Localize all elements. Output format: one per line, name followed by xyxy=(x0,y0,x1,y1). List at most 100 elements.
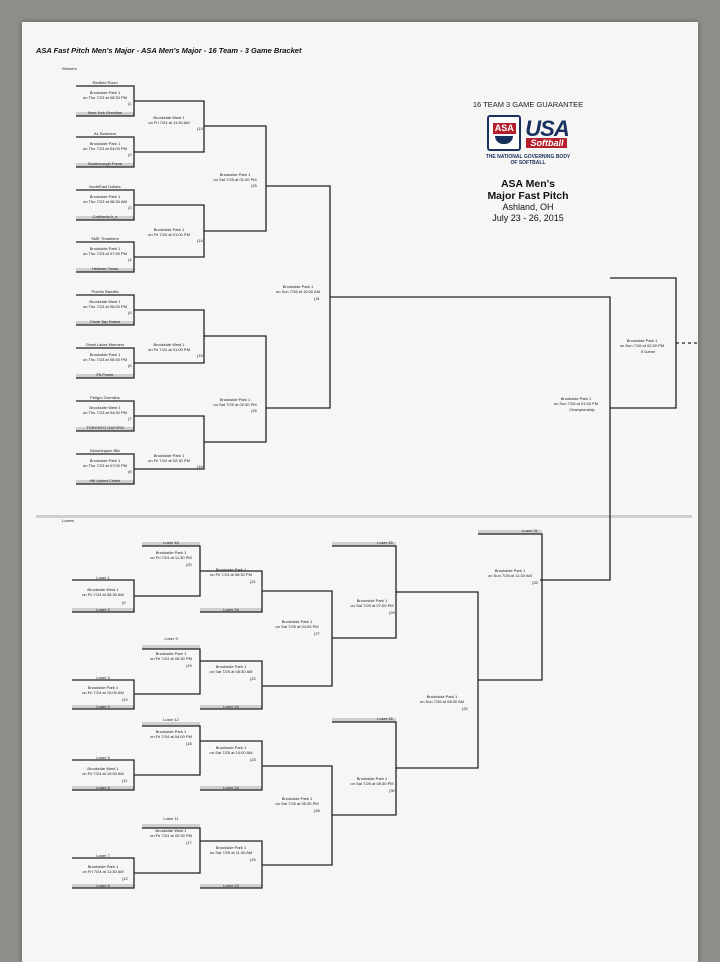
game-venue: Brookside West 1 xyxy=(155,828,187,833)
game-venue: Brookside West 1 xyxy=(89,405,121,410)
w-r4-lines xyxy=(266,185,331,409)
game-number: (17 xyxy=(186,840,192,845)
loser-slot: Loser 4 xyxy=(96,704,110,709)
team-slot: New York Gremlins xyxy=(87,110,123,115)
game-time: on Thu 7/23 at 06:00 PM xyxy=(83,304,127,309)
w-r3-lines xyxy=(204,125,267,443)
team-slot: Pueblo Bandits xyxy=(91,289,119,294)
game-venue: Brookside Park 1 xyxy=(282,284,314,289)
loser-slot: Loser 16 xyxy=(223,607,239,612)
game-number: (31 xyxy=(314,296,320,301)
game-time: on Fri 7/24 at 08:30 PM xyxy=(210,572,252,577)
game-venue: Brookside Park 1 xyxy=(215,567,247,572)
game-venue: Brookside Park 1 xyxy=(155,651,187,656)
game-number: (19 xyxy=(186,663,192,668)
game-venue: Brookside Park 1 xyxy=(356,598,388,603)
usa-logo-text: USA xyxy=(525,116,569,141)
game-time: on Fri 7/24 at 02:30 PM xyxy=(148,458,190,463)
game-time: on Thu 7/23 at 08:30 PM xyxy=(83,95,127,100)
game-time: on Sun 7/26 at 10:00 AM xyxy=(275,289,321,294)
championship-lines xyxy=(330,296,611,581)
game-number: (5 xyxy=(128,310,132,315)
game-venue: Brookside Park 1 xyxy=(89,246,121,251)
game-time: on Sat 7/25 at 05:30 PM xyxy=(275,801,319,806)
game-time: on Sat 7/25 at 11:30 AM xyxy=(209,850,253,855)
game-number: (28 xyxy=(314,808,320,813)
game-venue: Brookside West 1 xyxy=(89,299,121,304)
loser-slot: Loser 6 xyxy=(96,785,110,790)
asa-logo: ASA xyxy=(487,115,522,151)
event-title-line2: Major Fast Pitch xyxy=(487,190,569,202)
logo-row: ASA USA Softball xyxy=(448,115,608,151)
game-venue: Brookside Park 1 xyxy=(87,685,119,690)
game-time: on Fri 7/24 at 01:00 PM xyxy=(148,232,190,237)
team-slot: TORONTO GATORS xyxy=(86,425,124,430)
game-venue: Brookside Park 1 xyxy=(89,458,121,463)
team-slot: California A_s xyxy=(92,214,118,219)
game-number: (25 xyxy=(251,183,257,188)
team-slot: PA Power xyxy=(96,372,114,377)
loser-slot: Loser 5 xyxy=(96,755,110,760)
game-number: (10 xyxy=(122,697,128,702)
game-number: (15 xyxy=(197,353,203,358)
loser-slot: Loser 7 xyxy=(96,853,110,858)
game-number: (1 xyxy=(128,101,132,106)
loser-slot: Loser 31 xyxy=(522,528,538,533)
game-number: (13 xyxy=(197,126,203,131)
game-venue: Brookside Park 1 xyxy=(89,352,121,357)
game-number: (7 xyxy=(128,416,132,421)
game-venue: Brookside Park 1 xyxy=(281,796,313,801)
game-number: (18 xyxy=(186,741,192,746)
game-venue: Brookside Park 1 xyxy=(281,619,313,624)
l-r6-lines xyxy=(396,591,479,769)
loser-slot: Loser 3 xyxy=(96,675,110,680)
game-number: (29 xyxy=(389,610,395,615)
game-number: (9 xyxy=(122,600,126,605)
game-venue: Brookside Park 1 xyxy=(219,172,251,177)
l-r4-lines xyxy=(262,590,333,866)
game-time: on Sat 7/25 at 02:30 PM xyxy=(213,402,257,407)
loser-slot: Loser 12 xyxy=(163,717,179,722)
game-time: on Thu 7/23 at 04:30 PM xyxy=(83,410,127,415)
game-venue: Brookside Park 1 xyxy=(89,194,121,199)
team-slot: Redbird Rizzo xyxy=(92,80,118,85)
game-time: on Sat 7/25 at 07:00 PM xyxy=(350,603,394,608)
game-venue: Brookside Park 1 xyxy=(219,397,251,402)
game-venue: Brookside Park 1 xyxy=(89,90,121,95)
governing-body-line1: THE NATIONAL GOVERNING BODY xyxy=(485,154,571,160)
page-header: ASA Fast Pitch Men's Major - ASA Men's M… xyxy=(36,46,302,55)
game-time: on Sat 7/25 at 01:00 PM xyxy=(213,177,257,182)
loser-slot: Loser 25 xyxy=(377,540,393,545)
team-slot: Pellgro Gremlins xyxy=(90,395,120,400)
l-r2-lines xyxy=(134,545,201,874)
game-number: (20 xyxy=(186,562,192,567)
game-venue: Brookside West 1 xyxy=(87,587,119,592)
game-time: on Fri 7/24 at 02:30 PM xyxy=(150,833,192,838)
game-venue: Brookside West 1 xyxy=(153,115,185,120)
event-title: ASA Men's Major Fast Pitch xyxy=(448,178,608,202)
game-number: (11 xyxy=(122,778,128,783)
game-venue: Brookside West 1 xyxy=(153,342,185,347)
w-r2-lines xyxy=(134,100,205,470)
game-time: on Sun 7/26 at 01:00 PM xyxy=(553,401,599,406)
softball-logo-text: Softball xyxy=(526,138,568,148)
governing-body-line2: OF SOFTBALL xyxy=(510,160,546,166)
loser-slot: Loser 15 xyxy=(223,704,239,709)
loser-slot: Loser 13 xyxy=(223,883,239,888)
game-time: on Fri 7/24 at 01:00 PM xyxy=(148,347,190,352)
game-number: (27 xyxy=(314,631,320,636)
governing-body-text: THE NATIONAL GOVERNING BODY OF SOFTBALL xyxy=(448,154,608,166)
team-slot: SME Thrashers xyxy=(91,236,119,241)
game-time: on Sat 7/25 at 10:00 AM xyxy=(209,750,253,755)
team-slot: Great Lakes Mariners xyxy=(85,342,125,347)
team-slot: NorthEast Dollars xyxy=(89,184,121,189)
team-slot: Circle Tap Dokes xyxy=(89,319,121,324)
usa-softball-logo: USA Softball xyxy=(525,116,570,148)
game-number: (14 xyxy=(197,238,203,243)
team-slot: Heilman Twins xyxy=(92,266,118,271)
winners-section-label: Winners xyxy=(62,66,77,71)
game-venue: Brookside Park 1 xyxy=(215,664,247,669)
event-dates: July 23 - 26, 2015 xyxy=(492,213,564,223)
game-venue: Brookside Park 1 xyxy=(356,776,388,781)
